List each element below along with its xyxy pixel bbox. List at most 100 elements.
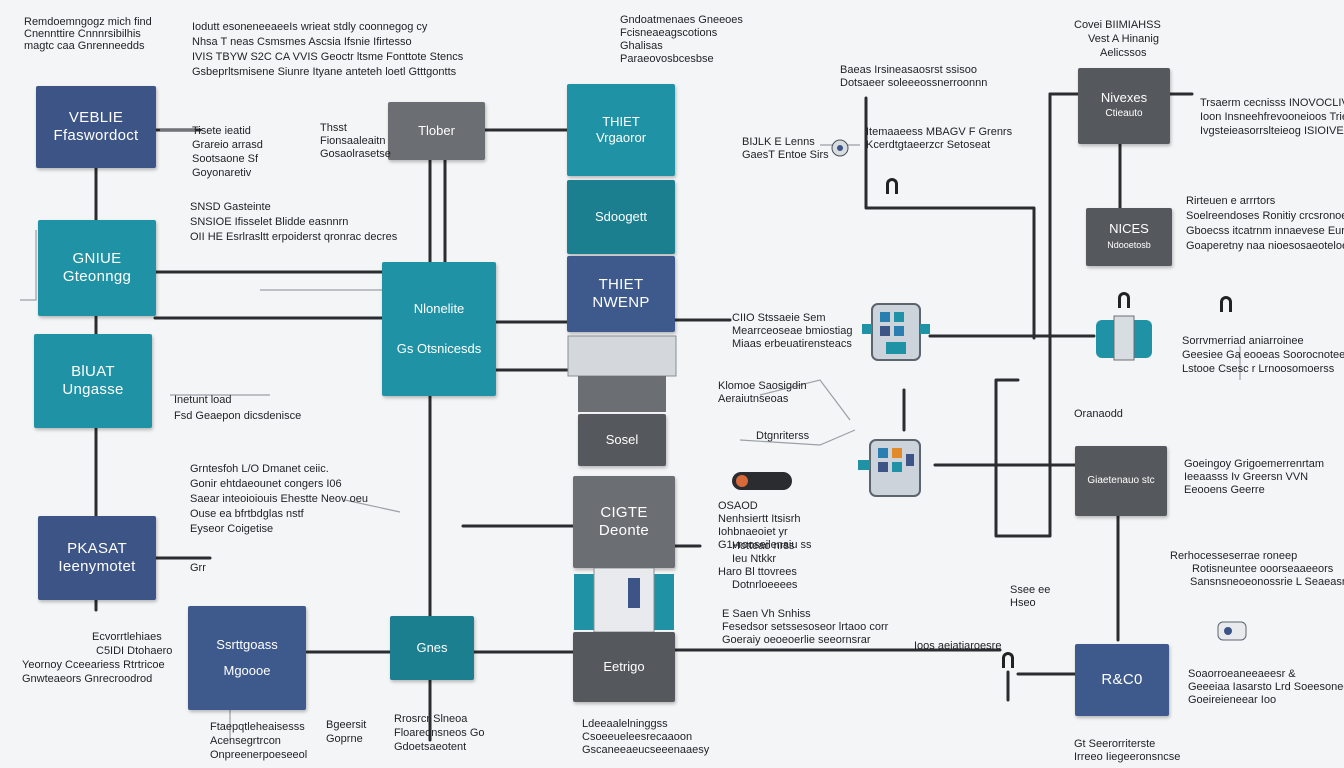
annotation-line: Sorrvmerriad aniarroinee xyxy=(1182,335,1304,347)
annotation-line: Dotnrloeeees xyxy=(732,579,798,591)
annotation-line: BIJLK E Lenns xyxy=(742,136,815,148)
annotation-line: Ouse ea bfrtbdglas nstf xyxy=(190,508,304,520)
annotation-center-8: Hotteao nrss Ieu Ntkkr Haro Bl ttovrees … xyxy=(718,540,797,592)
annotation-line: Vest A Hinanig xyxy=(1088,33,1159,45)
node-tlober[interactable]: Tlober xyxy=(388,102,485,160)
power-plug-icon xyxy=(1220,296,1232,312)
annotation-line: Ftaepqtleheaisesss xyxy=(210,721,305,733)
annotation-line: Geeeiaa Iasarsto Lrd Soeesoneonea xyxy=(1188,681,1344,693)
annotation-line: Gonir ehtdaeounet congers I06 xyxy=(190,478,342,490)
annotation-line: Rerhocesseserrae roneep xyxy=(1170,550,1298,562)
annotation-line: Goprne xyxy=(326,733,363,745)
annotation-line: Hotteao nrss xyxy=(732,540,795,552)
sensor-device-icon xyxy=(858,432,934,506)
node-title: Tlober xyxy=(418,123,455,138)
annotation-line: SNSIOE Ifisselet Blidde easnnrn xyxy=(190,216,349,228)
annotation-line: Ioos aeiatiaroesre xyxy=(914,640,1002,652)
node-rc0[interactable]: R&C0 xyxy=(1075,644,1169,716)
annotation-line: Irreeo Iiegeeronsncse xyxy=(1074,751,1181,763)
node-thiet-mid[interactable]: THIET NWENP xyxy=(567,256,675,332)
annotation-center-4: OSAOD Nenhsiertt Itsisrh Iohbnaeoiet yr … xyxy=(718,500,812,552)
node-cigte[interactable]: CIGTE Deonte xyxy=(573,476,675,568)
annotation-left-3: Inetunt load Fsd Geaepon dicsdenisce xyxy=(174,392,301,424)
annotation-line: Soelreendoses Ronitiy crcsronoeecrs xyxy=(1186,210,1344,222)
annotation-line: Remdoemngogz mich find xyxy=(24,16,152,28)
annotation-line: Saear inteoioiouis Ehestte Neov oeu xyxy=(190,493,368,505)
node-subtitle: Gs Otsnicesds xyxy=(396,341,482,356)
annotation-line: Lstooe Csesc r Lrnoosomoerss xyxy=(1182,363,1335,375)
annotation-line: Oranaodd xyxy=(1074,408,1123,420)
annotation-line: Dotsaeer soleeeossnerroonnn xyxy=(840,77,988,89)
annotation-line: Ieu Ntkkr xyxy=(732,553,777,565)
node-nlonelite[interactable]: Nlonelite Gs Otsnicesds xyxy=(382,262,496,396)
annotation-line: Itemaaeess MBAGV F Grenrs xyxy=(866,126,1013,138)
annotation-line: Sootsaone Sf xyxy=(192,153,259,165)
wire xyxy=(864,96,1036,340)
node-subtitle: Ungasse xyxy=(62,381,124,398)
annotation-line: Fionsaaleaitn xyxy=(320,135,386,147)
node-sosel[interactable]: Sosel xyxy=(578,414,666,466)
annotation-line: Ieeaasss Iv Greersn VVN xyxy=(1184,471,1309,483)
annotation-line: OII HE Esrlrasltt erpoiderst qronrac dec… xyxy=(190,231,398,243)
annotation-line: Covei BIIMIAHSS xyxy=(1074,19,1161,31)
node-pkasat[interactable]: PKASAT Ieenymotet xyxy=(38,516,156,600)
annotation-line: Ioon Insneehfrevooneioos Triesy xyxy=(1200,111,1344,123)
node-gnes[interactable]: Gnes xyxy=(390,616,474,680)
node-title: GNIUE xyxy=(72,250,122,267)
node-title: CIGTE xyxy=(600,504,648,521)
node-subtitle: Ndooetosb xyxy=(1107,240,1151,250)
node-title: THIET xyxy=(602,114,640,129)
power-plug-icon xyxy=(886,178,898,194)
annotation-top-left: Remdoemngogz mich find Cnennttire Cnnnrs… xyxy=(24,16,152,52)
annotation-line: Geesiee Ga eooeas Soorocnoteel xyxy=(1182,349,1344,361)
cable-tester-icon xyxy=(732,470,800,492)
node-gateway[interactable]: Giaetenauo stc xyxy=(1075,446,1167,516)
annotation-line: magtc caa Gnrenneedds xyxy=(24,40,145,52)
leader-line xyxy=(759,379,851,421)
annotation-line: Iodutt esoneneeaeeIs wrieat stdly coonne… xyxy=(192,21,428,33)
node-sdoogett[interactable]: Sdoogett xyxy=(567,180,675,254)
node-nivexes[interactable]: Nivexes Ctieauto xyxy=(1078,68,1170,144)
node-title: Gnes xyxy=(416,640,448,655)
node-gniue[interactable]: GNIUE Gteonngg xyxy=(38,220,156,316)
annotation-line: Gnwteaeors Gnrecroodrod xyxy=(22,673,153,685)
node-title: PKASAT xyxy=(67,540,127,557)
node-title: NICES xyxy=(1109,221,1149,236)
annotation-top-middle: Iodutt esoneneeaeeIs wrieat stdly coonne… xyxy=(192,20,463,80)
annotation-line: Gt Seerorriterste xyxy=(1074,738,1156,750)
node-eetrigo[interactable]: Eetrigo xyxy=(573,632,675,702)
power-plug-icon xyxy=(1118,292,1130,308)
annotation-line: Goeireieneear Ioo xyxy=(1188,694,1277,706)
node-subtitle: NWENP xyxy=(592,294,650,311)
node-bluat[interactable]: BlUAT Ungasse xyxy=(34,334,152,428)
annotation-line: Goyonaretiv xyxy=(192,167,252,179)
annotation-line: Sansnsneoeonossrie L Seaeasr xyxy=(1190,576,1344,588)
annotation-line: Csoeeueleesrecaaoon xyxy=(582,731,693,743)
annotation-line: Nenhsiertt Itsisrh xyxy=(718,513,801,525)
node-nices[interactable]: NICES Ndooetosb xyxy=(1086,208,1172,266)
node-ssrttgoass[interactable]: Ssrttgoass Mgoooe xyxy=(188,606,306,710)
annotation-line: Rotisneuntee ooorseaaeeors xyxy=(1192,563,1334,575)
annotation-line: Nhsa T neas Csmsmes Ascsia Ifsnie Ifirte… xyxy=(192,36,412,48)
node-title: Nlonelite xyxy=(413,301,465,316)
annotation-center-6: Klomoe Saosigdin Aeraiutnseoas xyxy=(718,380,807,406)
annotation-right-8: Soaorroeaneeaeesr & Geeeiaa Iasarsto Lrd… xyxy=(1188,668,1344,707)
annotation-line: Fcisneaeagscotions xyxy=(620,27,718,39)
node-title: R&C0 xyxy=(1101,671,1143,688)
annotation-left-1: Tisete ieatid Grareio arrasd Sootsaone S… xyxy=(192,124,263,180)
annotation-line: E Saen Vh Snhiss xyxy=(722,608,811,620)
annotation-line: Aeraiutnseoas xyxy=(718,393,789,405)
annotation-line: CIIO Stssaeie Sem xyxy=(732,312,826,324)
annotation-line: Goeraiy oeoeoerlie seeornsrar xyxy=(722,634,871,646)
annotation-right-6: Rerhocesseserrae roneep Rotisneuntee ooo… xyxy=(1170,550,1344,589)
node-veblie[interactable]: VEBLIE Ffaswordoct xyxy=(36,86,156,168)
annotation-right-4: Oranaodd xyxy=(1074,408,1123,420)
node-subtitle: Deonte xyxy=(598,522,650,539)
annotation-line: Mearrceoseae bmiostiag xyxy=(732,325,853,337)
annotation-line: Baeas Irsineasaosrst ssisoo xyxy=(840,64,977,76)
annotation-center-5: CIIO Stssaeie Sem Mearrceoseae bmiostiag… xyxy=(732,312,852,351)
annotation-line: Fsd Geaepon dicsdenisce xyxy=(174,410,302,422)
node-thiet-top[interactable]: THIET Vrgaoror xyxy=(567,84,675,176)
annotation-line: Ecvorrtlehiaes xyxy=(92,631,162,643)
